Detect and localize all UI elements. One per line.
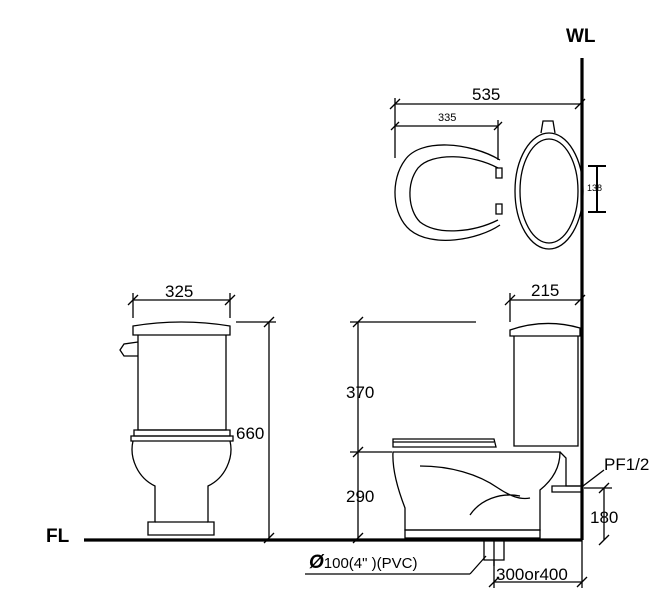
dim-535-tick-right (575, 99, 585, 109)
dim-215-tick-left (505, 295, 515, 305)
top-view-tank (515, 133, 583, 249)
side-view-supply (560, 452, 580, 486)
wall-label: WL (566, 26, 596, 47)
side-view-bowl (393, 452, 560, 530)
dim-325-tick-left (128, 295, 138, 305)
front-view-tank-base (134, 430, 230, 436)
top-view-seat-inner (410, 157, 498, 231)
dim-290-tick-bottom (353, 533, 363, 543)
dim-335-tick-left (391, 122, 399, 130)
top-view (390, 98, 606, 249)
dim-roughin-tick-right (577, 577, 587, 587)
dim-325-tick-right (225, 295, 235, 305)
front-view-bowl (132, 441, 231, 535)
side-view-base (405, 530, 540, 538)
top-view-tank-inner (520, 139, 578, 243)
pvc-leader-diag (470, 556, 486, 574)
top-view-button (541, 121, 555, 133)
side-view-lid (510, 323, 580, 336)
dim-335-label: 335 (438, 112, 457, 124)
dim-roughin-tick-left (489, 577, 499, 587)
pipe-connection-label: PF1/2 (604, 455, 650, 474)
dim-138-label: 138 (587, 183, 603, 193)
side-view-valve (552, 486, 582, 492)
dim-325-label: 325 (165, 282, 194, 301)
dim-290-label: 290 (346, 487, 375, 506)
dim-215-tick-right (575, 295, 585, 305)
side-view-tank (514, 336, 578, 446)
front-view-seat-rim (131, 436, 233, 441)
front-view-tank (138, 335, 226, 430)
top-view-seat (395, 145, 500, 240)
drain-spec-text: 100(4" )(PVC) (323, 555, 418, 572)
dim-180-tick-top (599, 483, 609, 493)
top-view-hinge-1 (496, 168, 502, 178)
dim-180-label: 180 (590, 508, 619, 527)
dim-535-label: 535 (472, 85, 501, 104)
dim-660-tick-top (264, 317, 274, 327)
floor-label: FL (46, 526, 70, 547)
side-view (305, 293, 612, 588)
dim-370-tick-top (353, 317, 363, 327)
top-view-hinge-2 (496, 204, 502, 214)
drain-spec: Ø100(4" )(PVC) (309, 553, 417, 572)
diameter-symbol: Ø (309, 552, 324, 573)
dim-660-label: 660 (236, 424, 265, 443)
side-view-trap (420, 466, 530, 515)
front-view-lid (133, 322, 230, 335)
side-view-seat (393, 439, 496, 447)
dim-335-tick-right (494, 122, 502, 130)
dim-535-tick-left (390, 99, 400, 109)
dim-370-label: 370 (346, 383, 375, 402)
dim-660-tick-bottom (264, 533, 274, 543)
dim-180-tick-bottom (599, 535, 609, 545)
pf-leader (583, 470, 604, 486)
dim-215-label: 215 (531, 281, 560, 300)
front-view (120, 293, 276, 543)
front-view-lever (120, 342, 138, 356)
dim-roughin-label: 300or400 (496, 565, 568, 584)
